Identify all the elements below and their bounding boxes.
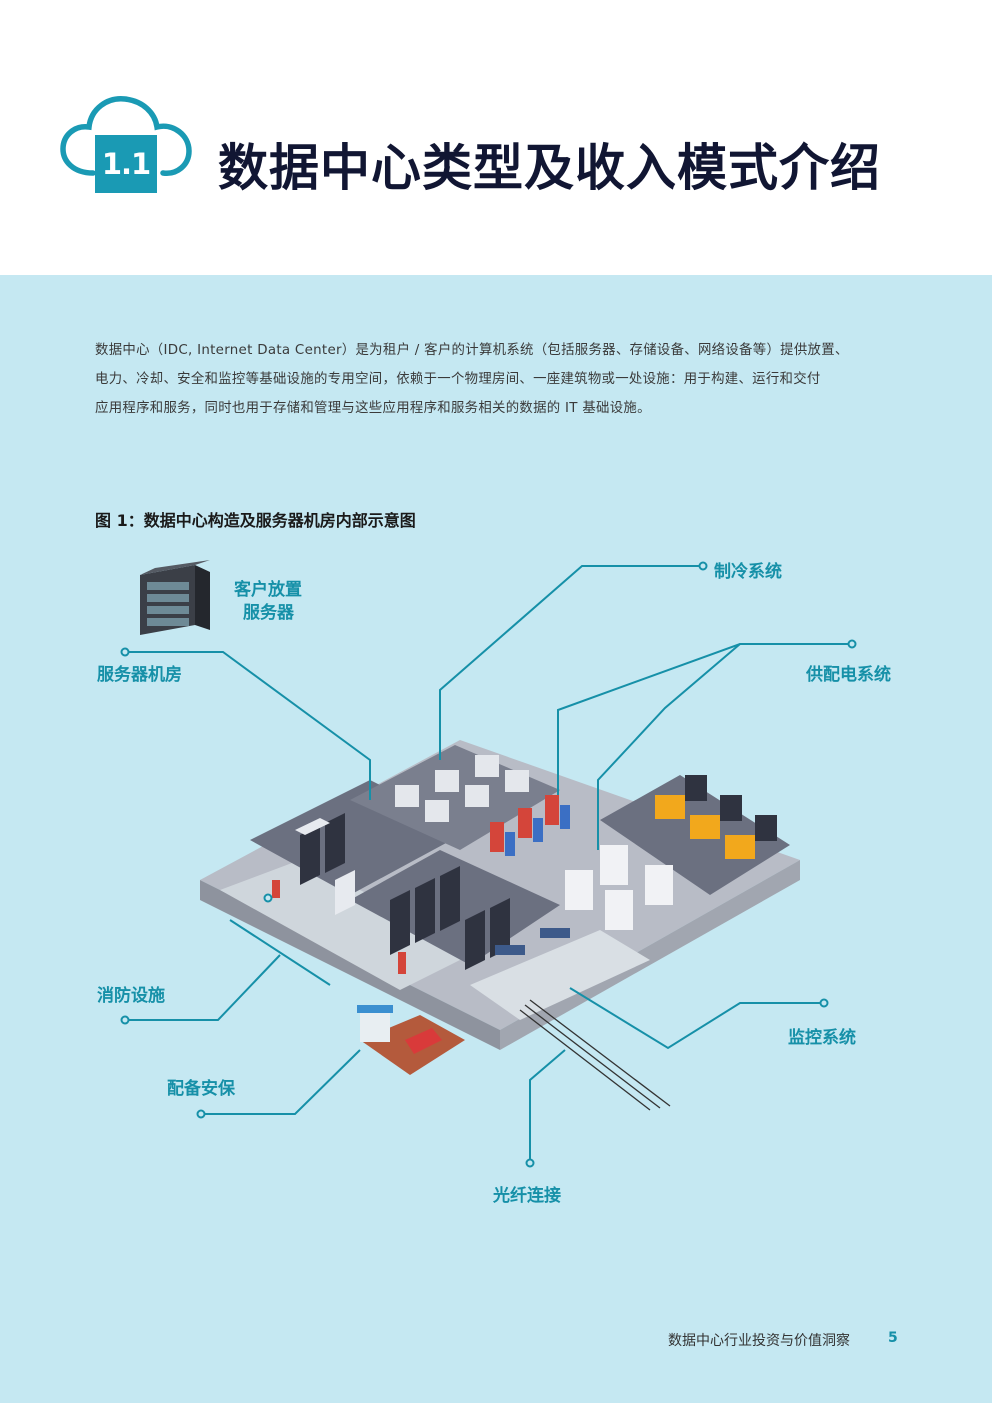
diagram-illustration [120,560,857,1168]
data-center-diagram: 客户放置 服务器 服务器机房 制冷系统 供配电系统 消防设施 配备安保 监控系统… [0,530,992,1230]
label-monitoring-system: 监控系统 [788,1028,856,1048]
power-zone [565,775,790,930]
intro-line: 数据中心（IDC, Internet Data Center）是为租户 / 客户… [95,343,849,358]
label-server-room: 服务器机房 [97,665,182,685]
intro-line: 电力、冷却、安全和监控等基础设施的专用空间，依赖于一个物理房间、一座建筑物或一处… [95,372,821,387]
footer-text: 数据中心行业投资与价值洞察 [668,1333,850,1349]
cooling-zone [350,745,570,856]
label-cooling-system: 制冷系统 [714,562,782,582]
label-power-system: 供配电系统 [806,665,891,685]
label-customer-server-line2: 服务器 [243,603,294,623]
label-fire-facility: 消防设施 [97,986,165,1006]
security-booth [357,1005,465,1075]
fiber-lines [519,999,671,1111]
label-security: 配备安保 [167,1079,235,1099]
intro-paragraph: 数据中心（IDC, Internet Data Center）是为租户 / 客户… [95,336,910,423]
section-number-badge: 1.1 [95,135,157,193]
figure-caption: 图 1：数据中心构造及服务器机房内部示意图 [95,511,416,530]
server-cabinet-icon [140,560,210,635]
page-title: 数据中心类型及收入模式介绍 [218,139,881,197]
fire-extinguisher-units [272,880,406,974]
intro-line: 应用程序和服务，同时也用于存储和管理与这些应用程序和服务相关的数据的 IT 基础… [95,401,651,416]
cloud-icon [55,95,200,205]
monitoring-zone [495,928,570,955]
label-fiber-connection: 光纤连接 [493,1186,561,1206]
page-header: 1.1 数据中心类型及收入模式介绍 [0,0,992,275]
label-customer-server-line1: 客户放置 [234,580,302,600]
callout-lines [125,565,852,1163]
callout-dots [120,561,857,1168]
page-number: 5 [888,1330,898,1346]
